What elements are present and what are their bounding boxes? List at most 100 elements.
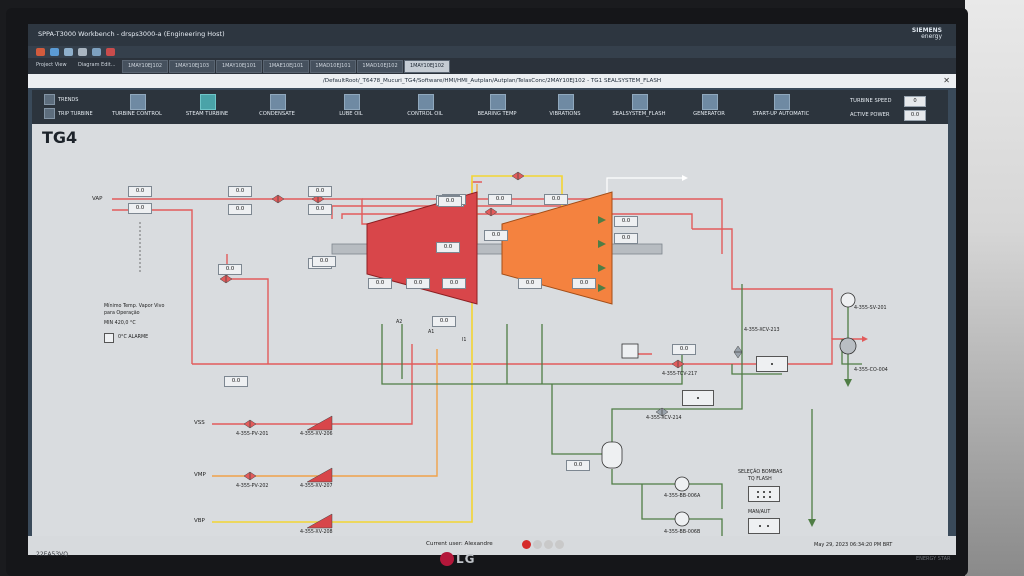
valve-icon[interactable]: [243, 471, 257, 481]
nav-square-icon: [270, 94, 286, 110]
nav-generator[interactable]: GENERATOR: [680, 94, 738, 122]
tag-xcv213: 4-355-XCV-213: [744, 328, 780, 333]
valve-icon[interactable]: [311, 194, 325, 204]
nav-turbine-control[interactable]: TURBINE CONTROL: [108, 94, 166, 122]
dot-icon: [769, 491, 771, 493]
alarm-status-icon[interactable]: [522, 540, 531, 549]
turbine-shaft: [331, 243, 663, 255]
tab-row: Project View Diagram Edit... 1MAY10EJ102…: [28, 58, 956, 74]
settings-icon[interactable]: [36, 48, 45, 56]
monitor-bezel: SPPA-T3000 Workbench - drsps3000-a (Engi…: [6, 8, 968, 576]
manaut-box[interactable]: [748, 518, 780, 534]
actuator-valve-icon[interactable]: [306, 467, 333, 483]
valve-icon[interactable]: [271, 194, 285, 204]
value-box: 0.0: [128, 203, 152, 214]
title-bar: SPPA-T3000 Workbench - drsps3000-a (Engi…: [28, 24, 956, 46]
tab-project-view[interactable]: Project View: [36, 62, 67, 68]
valve-icon[interactable]: [671, 359, 685, 369]
valve-icon[interactable]: [733, 345, 743, 359]
tag-pv201: 4-355-PV-201: [236, 432, 269, 437]
diagram-icon[interactable]: [92, 48, 101, 56]
nav-sealsystem-flash[interactable]: SEALSYSTEM_FLASH: [610, 94, 668, 122]
arrow-icon: [598, 284, 606, 292]
nav-label: STEAM TURBINE: [185, 111, 229, 117]
nav-steam-turbine[interactable]: STEAM TURBINE: [178, 94, 236, 122]
nav-bearing-temp[interactable]: BEARING TEMP: [468, 94, 526, 122]
valve-icon[interactable]: [219, 274, 233, 284]
tab-diagram-edit[interactable]: Diagram Edit...: [78, 62, 116, 68]
status-icon[interactable]: [544, 540, 553, 549]
tag-xv206: 4-355-XV-206: [300, 432, 333, 437]
nav-square-icon: [344, 94, 360, 110]
trip-turbine-label: TRIP TURBINE: [58, 111, 93, 117]
nav-square-icon: [558, 94, 574, 110]
nav-label: LUBE OIL: [339, 111, 363, 117]
valves: [219, 171, 743, 529]
nav-bar: TRENDS TRIP TURBINE TURBINE CONTROL STEA…: [32, 90, 948, 124]
trends-label: TRENDS: [58, 97, 79, 103]
pump-icon[interactable]: [674, 511, 690, 527]
mimic-panel: TRENDS TRIP TURBINE TURBINE CONTROL STEA…: [32, 90, 948, 536]
tab-item[interactable]: 1MAE10EJ101: [263, 60, 309, 73]
flash-tank[interactable]: [601, 441, 623, 469]
trip-icon: [44, 108, 55, 119]
value-box: 0.0: [368, 278, 392, 289]
vss-line: [212, 344, 413, 425]
tab-item[interactable]: 1MAY10EJ101: [216, 60, 262, 73]
tab-item[interactable]: 1MAD10EJ101: [310, 60, 356, 73]
tcv-line: [731, 364, 782, 375]
value-box: 0.0: [614, 233, 638, 244]
vbp-line: [212, 175, 563, 523]
pump-icon[interactable]: [674, 476, 690, 492]
cube-icon[interactable]: [50, 48, 59, 56]
status-icon[interactable]: [533, 540, 542, 549]
value-box: 0.0: [228, 204, 252, 215]
tab-item[interactable]: 1MAY10EJ103: [169, 60, 215, 73]
nav-control-oil[interactable]: CONTROL OIL: [396, 94, 454, 122]
actuator-valve-icon[interactable]: [306, 513, 333, 529]
value-box: 0.0: [566, 460, 590, 471]
control-box[interactable]: [756, 356, 788, 372]
cooler-icon[interactable]: [839, 337, 857, 355]
value-box: 0.0: [614, 216, 638, 227]
value-box: 0.0: [432, 316, 456, 327]
close-icon[interactable]: ✕: [943, 76, 950, 85]
nav-label: BEARING TEMP: [477, 111, 517, 117]
actuator-valve-icon[interactable]: [306, 415, 333, 431]
network-icon[interactable]: [64, 48, 73, 56]
valve-icon[interactable]: [655, 407, 669, 417]
pump-icon[interactable]: [840, 292, 856, 308]
valve-icon[interactable]: [484, 207, 498, 217]
minimo-text: Mínimo Temp. Vapor Vivo: [104, 304, 165, 309]
alarm-checkbox[interactable]: [104, 333, 114, 343]
trap-icon[interactable]: [621, 343, 639, 359]
diagram-path-bar: /DefaultRoot/_T6478_Mucuri_TG4/Software/…: [28, 74, 956, 88]
yellow-lines: [212, 175, 563, 523]
nav-startup-automatic[interactable]: START-UP AUTOMATIC: [752, 94, 810, 122]
pump-select-box[interactable]: [748, 486, 780, 502]
tab-item-active[interactable]: 1MAY10EJ102: [404, 60, 450, 73]
valve-icon[interactable]: [243, 419, 257, 429]
seal-exhaust: [692, 228, 833, 339]
tools-icon[interactable]: [78, 48, 87, 56]
stage-i1-label: I1: [462, 338, 467, 343]
tag-xv207: 4-355-XV-207: [300, 484, 333, 489]
trip-turbine-button[interactable]: TRIP TURBINE: [44, 108, 93, 119]
value-box: 0.0: [436, 242, 460, 253]
piping-diagram: [112, 171, 868, 536]
valve-icon[interactable]: [511, 171, 525, 181]
nav-condensate[interactable]: CONDENSATE: [248, 94, 306, 122]
help-icon[interactable]: [106, 48, 115, 56]
tag-xcv214: 4-355-XCV-214: [646, 416, 682, 421]
nav-label: START-UP AUTOMATIC: [752, 111, 810, 117]
nav-lube-oil[interactable]: LUBE OIL: [322, 94, 380, 122]
status-icon[interactable]: [555, 540, 564, 549]
nav-vibrations[interactable]: VIBRATIONS: [536, 94, 594, 122]
arrow-right-icon: [682, 175, 688, 181]
control-box[interactable]: [682, 390, 714, 406]
nav-label: CONDENSATE: [259, 111, 295, 117]
tab-item[interactable]: 1MAD10EJ102: [357, 60, 403, 73]
tab-item[interactable]: 1MAY10EJ102: [122, 60, 168, 73]
trends-button[interactable]: TRENDS: [44, 94, 78, 105]
value-box: 0.0: [484, 230, 508, 241]
